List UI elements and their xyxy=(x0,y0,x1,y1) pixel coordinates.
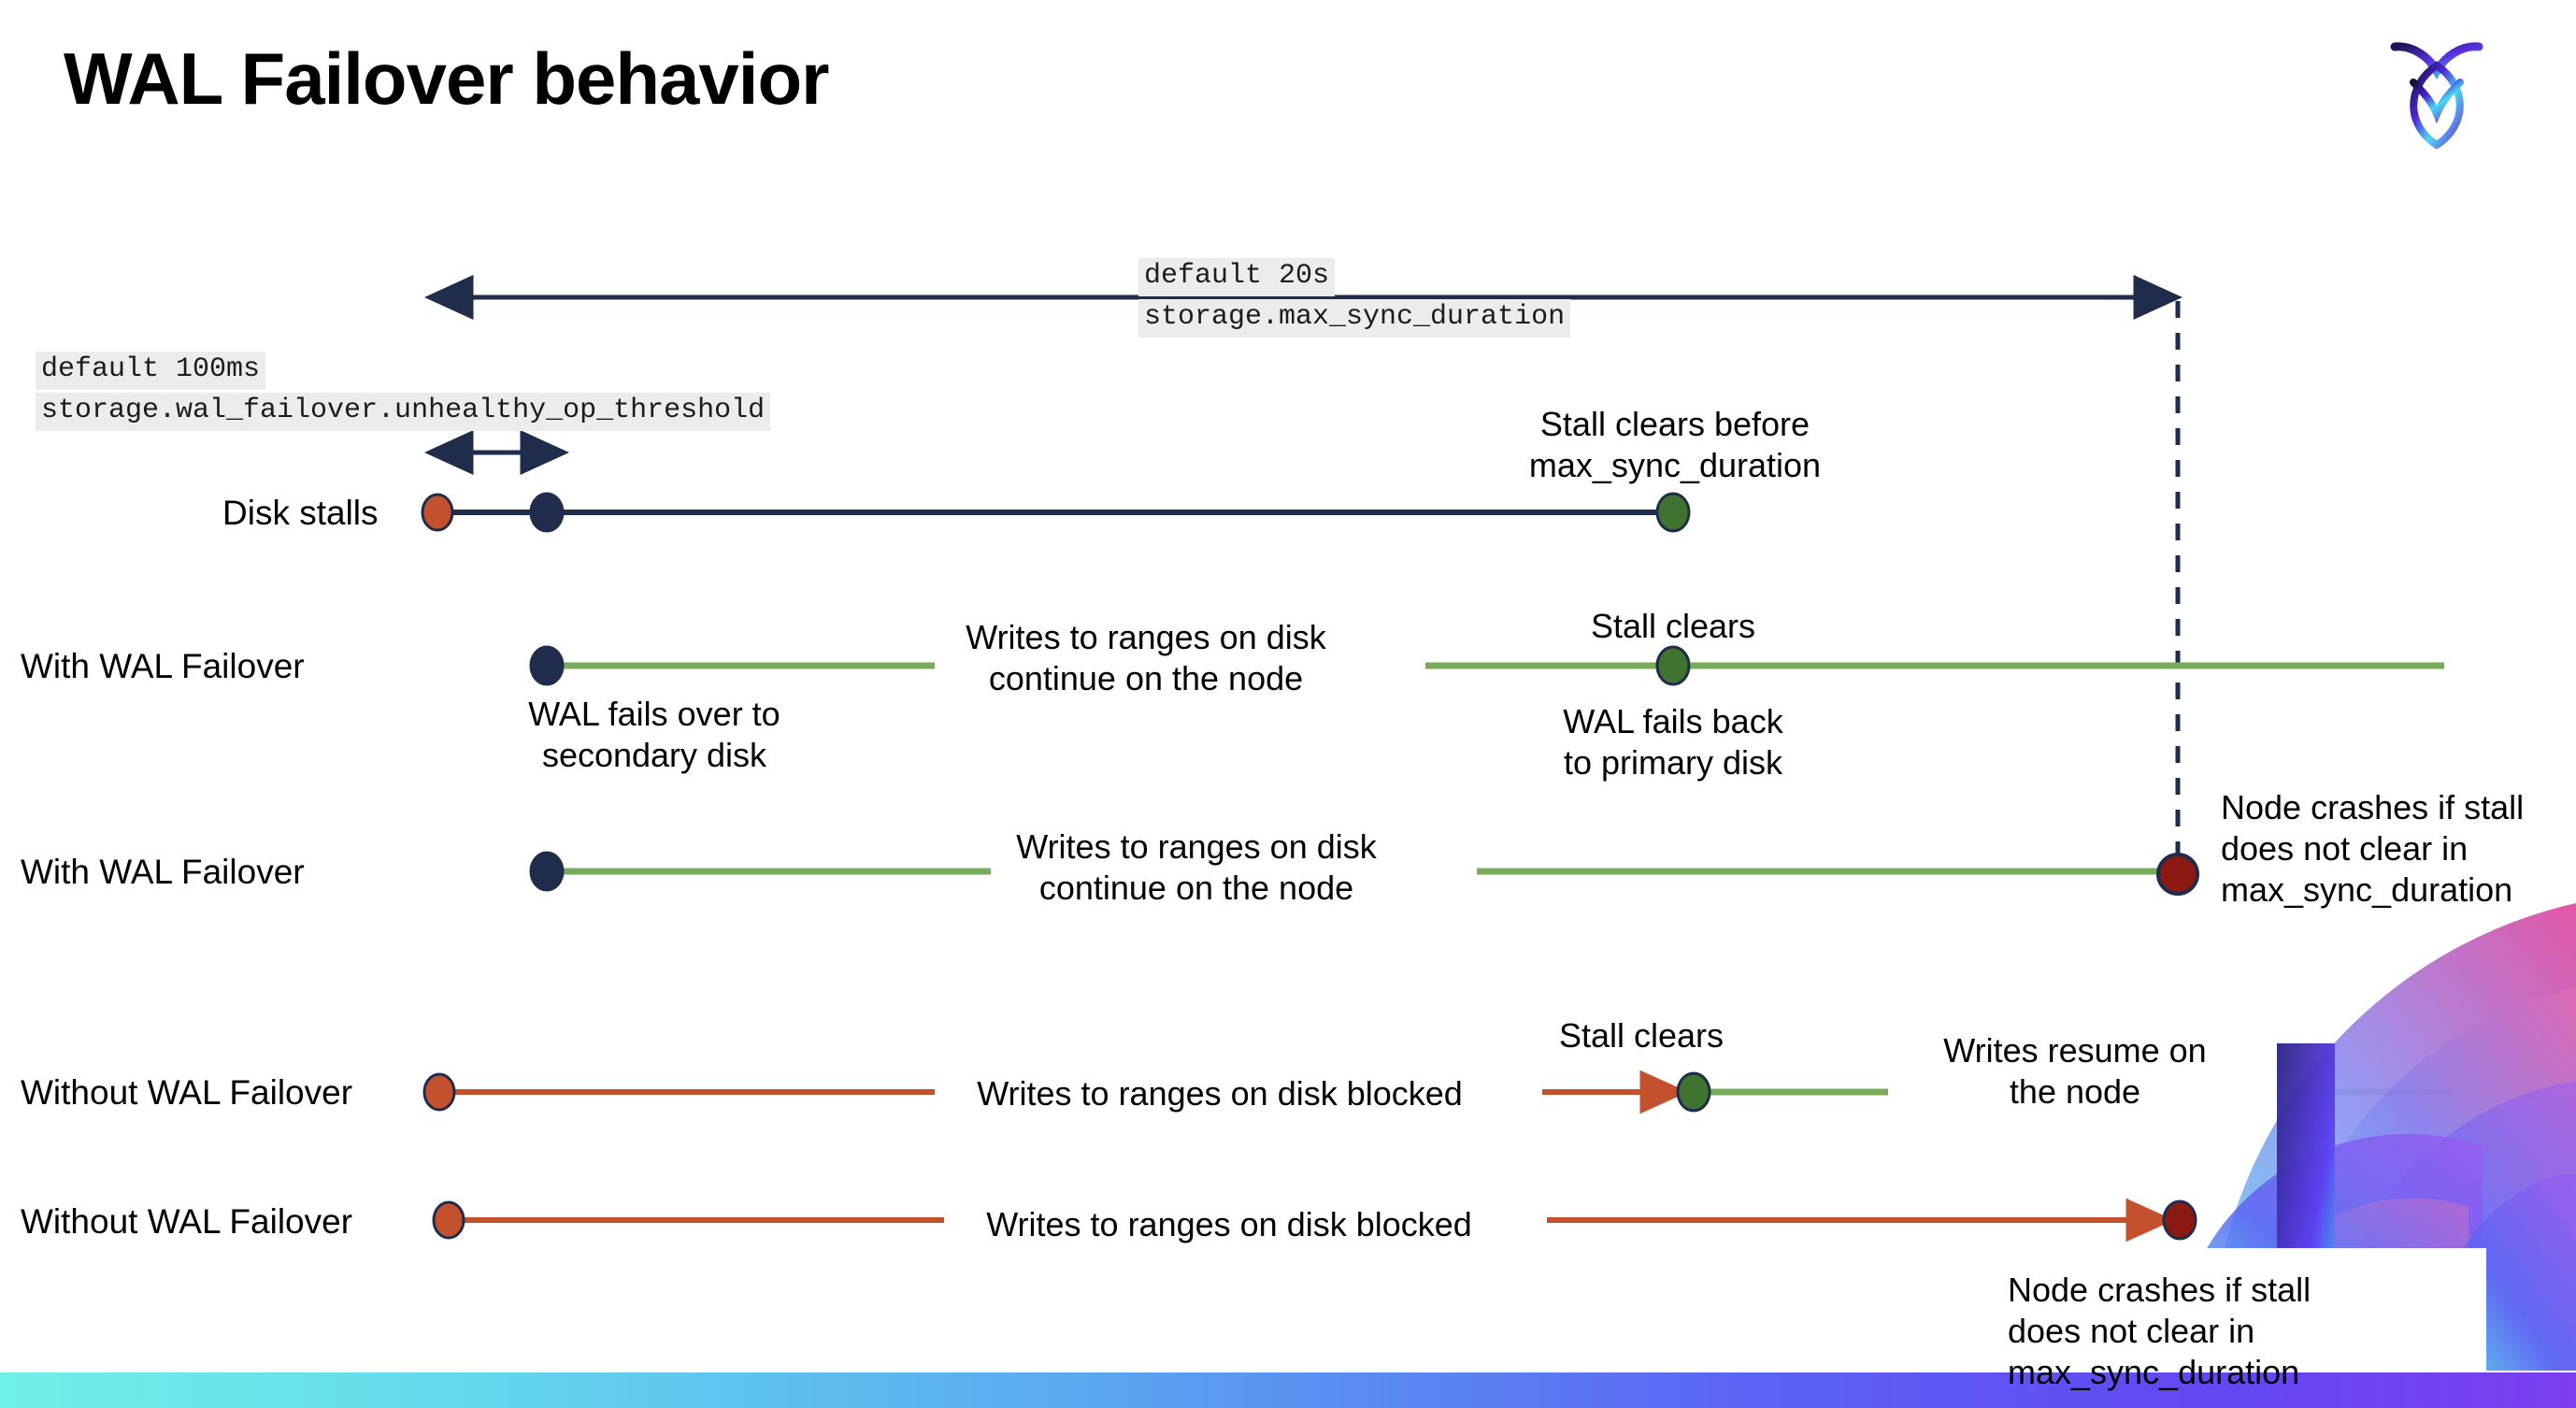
annotation-writes-resume: Writes resume on the node xyxy=(1943,1031,2207,1111)
no-failover-stall-clear-dot xyxy=(1676,1071,1711,1113)
row-label-with-wal-failover-crash: With WAL Failover xyxy=(21,853,305,891)
annotation-writes-blocked-2: Writes to ranges on disk blocked xyxy=(986,1205,1472,1243)
annotation-writes-continue-2: Writes to ranges on disk continue on the… xyxy=(1016,827,1377,907)
annotation-wal-fails-back: WAL fails back to primary disk xyxy=(1563,702,1783,782)
row-label-disk-stalls: Disk stalls xyxy=(222,494,379,532)
annotation-stall-clears-1: Stall clears xyxy=(1590,607,1756,645)
bottom-accent-bar xyxy=(0,1372,2576,1408)
no-failover-stall-start-dot xyxy=(422,1072,456,1112)
unhealthy-op-setting-name: storage.wal_failover.unhealthy_op_thresh… xyxy=(36,393,771,431)
no-failover-crash-start-dot xyxy=(432,1200,465,1240)
annotation-writes-blocked-1: Writes to ranges on disk blocked xyxy=(977,1074,1463,1113)
cockroachdb-logo xyxy=(2385,28,2488,150)
disk-stall-start-dot xyxy=(421,493,454,532)
wal-failover-crash-dot xyxy=(2156,853,2199,896)
disk-stall-threshold-dot xyxy=(529,492,565,533)
wal-failover-clear-dot xyxy=(1655,645,1691,686)
max-sync-default-label: default 20s xyxy=(1138,258,1336,296)
row-label-without-wal-failover-crash: Without WAL Failover xyxy=(21,1202,353,1241)
annotation-wal-fails-over: WAL fails over to secondary disk xyxy=(528,695,780,774)
row-label-without-wal-failover-clears: Without WAL Failover xyxy=(21,1073,353,1112)
wal-failover-crash-start-dot xyxy=(529,851,565,892)
page-title: WAL Failover behavior xyxy=(64,37,829,120)
annotation-node-crashes-2: Node crashes if stall does not clear in … xyxy=(2008,1271,2311,1391)
annotation-node-crashes-1: Node crashes if stall does not clear in … xyxy=(2221,788,2525,909)
no-failover-crash-dot xyxy=(2162,1200,2197,1241)
wal-failover-start-dot xyxy=(529,645,565,686)
annotation-stall-clears-before: Stall clears before max_sync_duration xyxy=(1528,405,1822,484)
annotation-stall-clears-2: Stall clears xyxy=(1558,1016,1724,1055)
max-sync-setting-name: storage.max_sync_duration xyxy=(1138,299,1571,338)
row-label-with-wal-failover-clears: With WAL Failover xyxy=(21,647,305,685)
annotation-writes-continue-1: Writes to ranges on disk continue on the… xyxy=(966,618,1326,697)
disk-stall-clear-dot xyxy=(1655,492,1691,533)
unhealthy-op-default-label: default 100ms xyxy=(36,352,266,390)
